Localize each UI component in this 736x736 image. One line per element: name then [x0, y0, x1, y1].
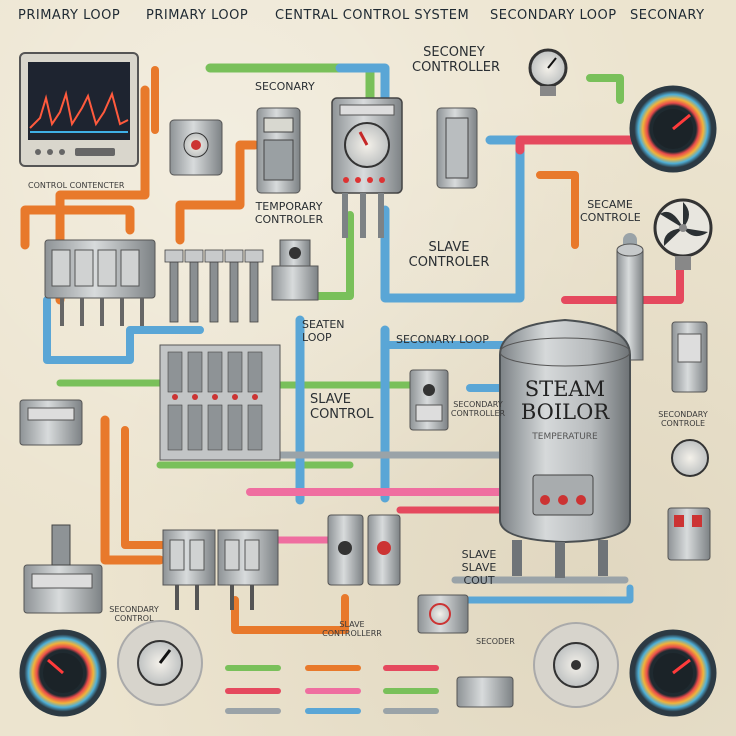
left-panel-box	[19, 399, 103, 614]
boiler-subtitle: TEMPERATURE	[532, 432, 598, 442]
label-secame-controle: SECAME CONTROLE	[580, 198, 641, 224]
gauge-icon	[19, 629, 107, 717]
fan-icon	[653, 198, 713, 270]
label-secoder: SECODER	[476, 637, 515, 646]
gauge-icon	[117, 620, 203, 706]
dial-icon	[528, 48, 568, 96]
boiler-title: STEAM BOILOR	[520, 377, 610, 424]
label-slave-control: SLAVE CONTROL	[310, 392, 374, 422]
label-seconey-controller: SECONEY CONTROLLER	[412, 45, 500, 75]
label-slave-controllerr: SLAVE CONTROLLERR	[322, 620, 382, 638]
right-panel-box	[667, 321, 711, 561]
label-secondary-control: SECONDARY CONTROL	[109, 605, 159, 623]
gauge-icon	[629, 629, 717, 717]
gauge-icon	[629, 85, 717, 173]
header-secondary-loop: SECONDARY LOOP	[490, 8, 617, 23]
header-primary-loop-1: PRIMARY LOOP	[18, 8, 121, 23]
header-central-control-system: CENTRAL CONTROL SYSTEM	[275, 8, 470, 23]
gauge-icon	[533, 622, 619, 708]
bottom-controller-pair	[327, 514, 401, 586]
label-secondary-top: SECONARY	[255, 80, 315, 93]
boiler-icon	[499, 243, 644, 578]
label-seconary-loop: SECONARY LOOP	[396, 333, 489, 346]
label-secondary-controle: SECONDARY CONTROLE	[658, 410, 708, 428]
monitor-icon	[19, 52, 139, 167]
controller-box-1	[169, 119, 223, 176]
bottom-valve-assembly	[417, 594, 469, 634]
label-control-contencter: CONTROL CONTENCTER	[28, 181, 125, 190]
label-slave-controler: SLAVE CONTROLER	[408, 240, 490, 270]
terminal-block-left	[44, 239, 156, 326]
label-seaten-loop: SEATEN LOOP	[302, 318, 345, 344]
slave-controller-module	[271, 239, 319, 301]
mid-controller	[409, 369, 449, 431]
controller-box-3	[436, 107, 478, 189]
header-seconary: SECONARY	[630, 8, 705, 23]
central-controller	[331, 97, 403, 238]
control-rack	[159, 344, 281, 461]
legend-bars	[225, 665, 514, 714]
header-primary-loop-2: PRIMARY LOOP	[146, 8, 249, 23]
valve-icon	[164, 249, 264, 323]
bottom-terminal-row	[162, 529, 279, 610]
controller-box-2	[256, 107, 301, 194]
label-slave-slave-cout: SLAVE SLAVE COUT	[461, 548, 497, 587]
label-temporary-controler: TEMPORARY CONTROLER	[254, 200, 324, 226]
label-secondary-controller: SECONDARY CONTROLLER	[450, 400, 506, 418]
